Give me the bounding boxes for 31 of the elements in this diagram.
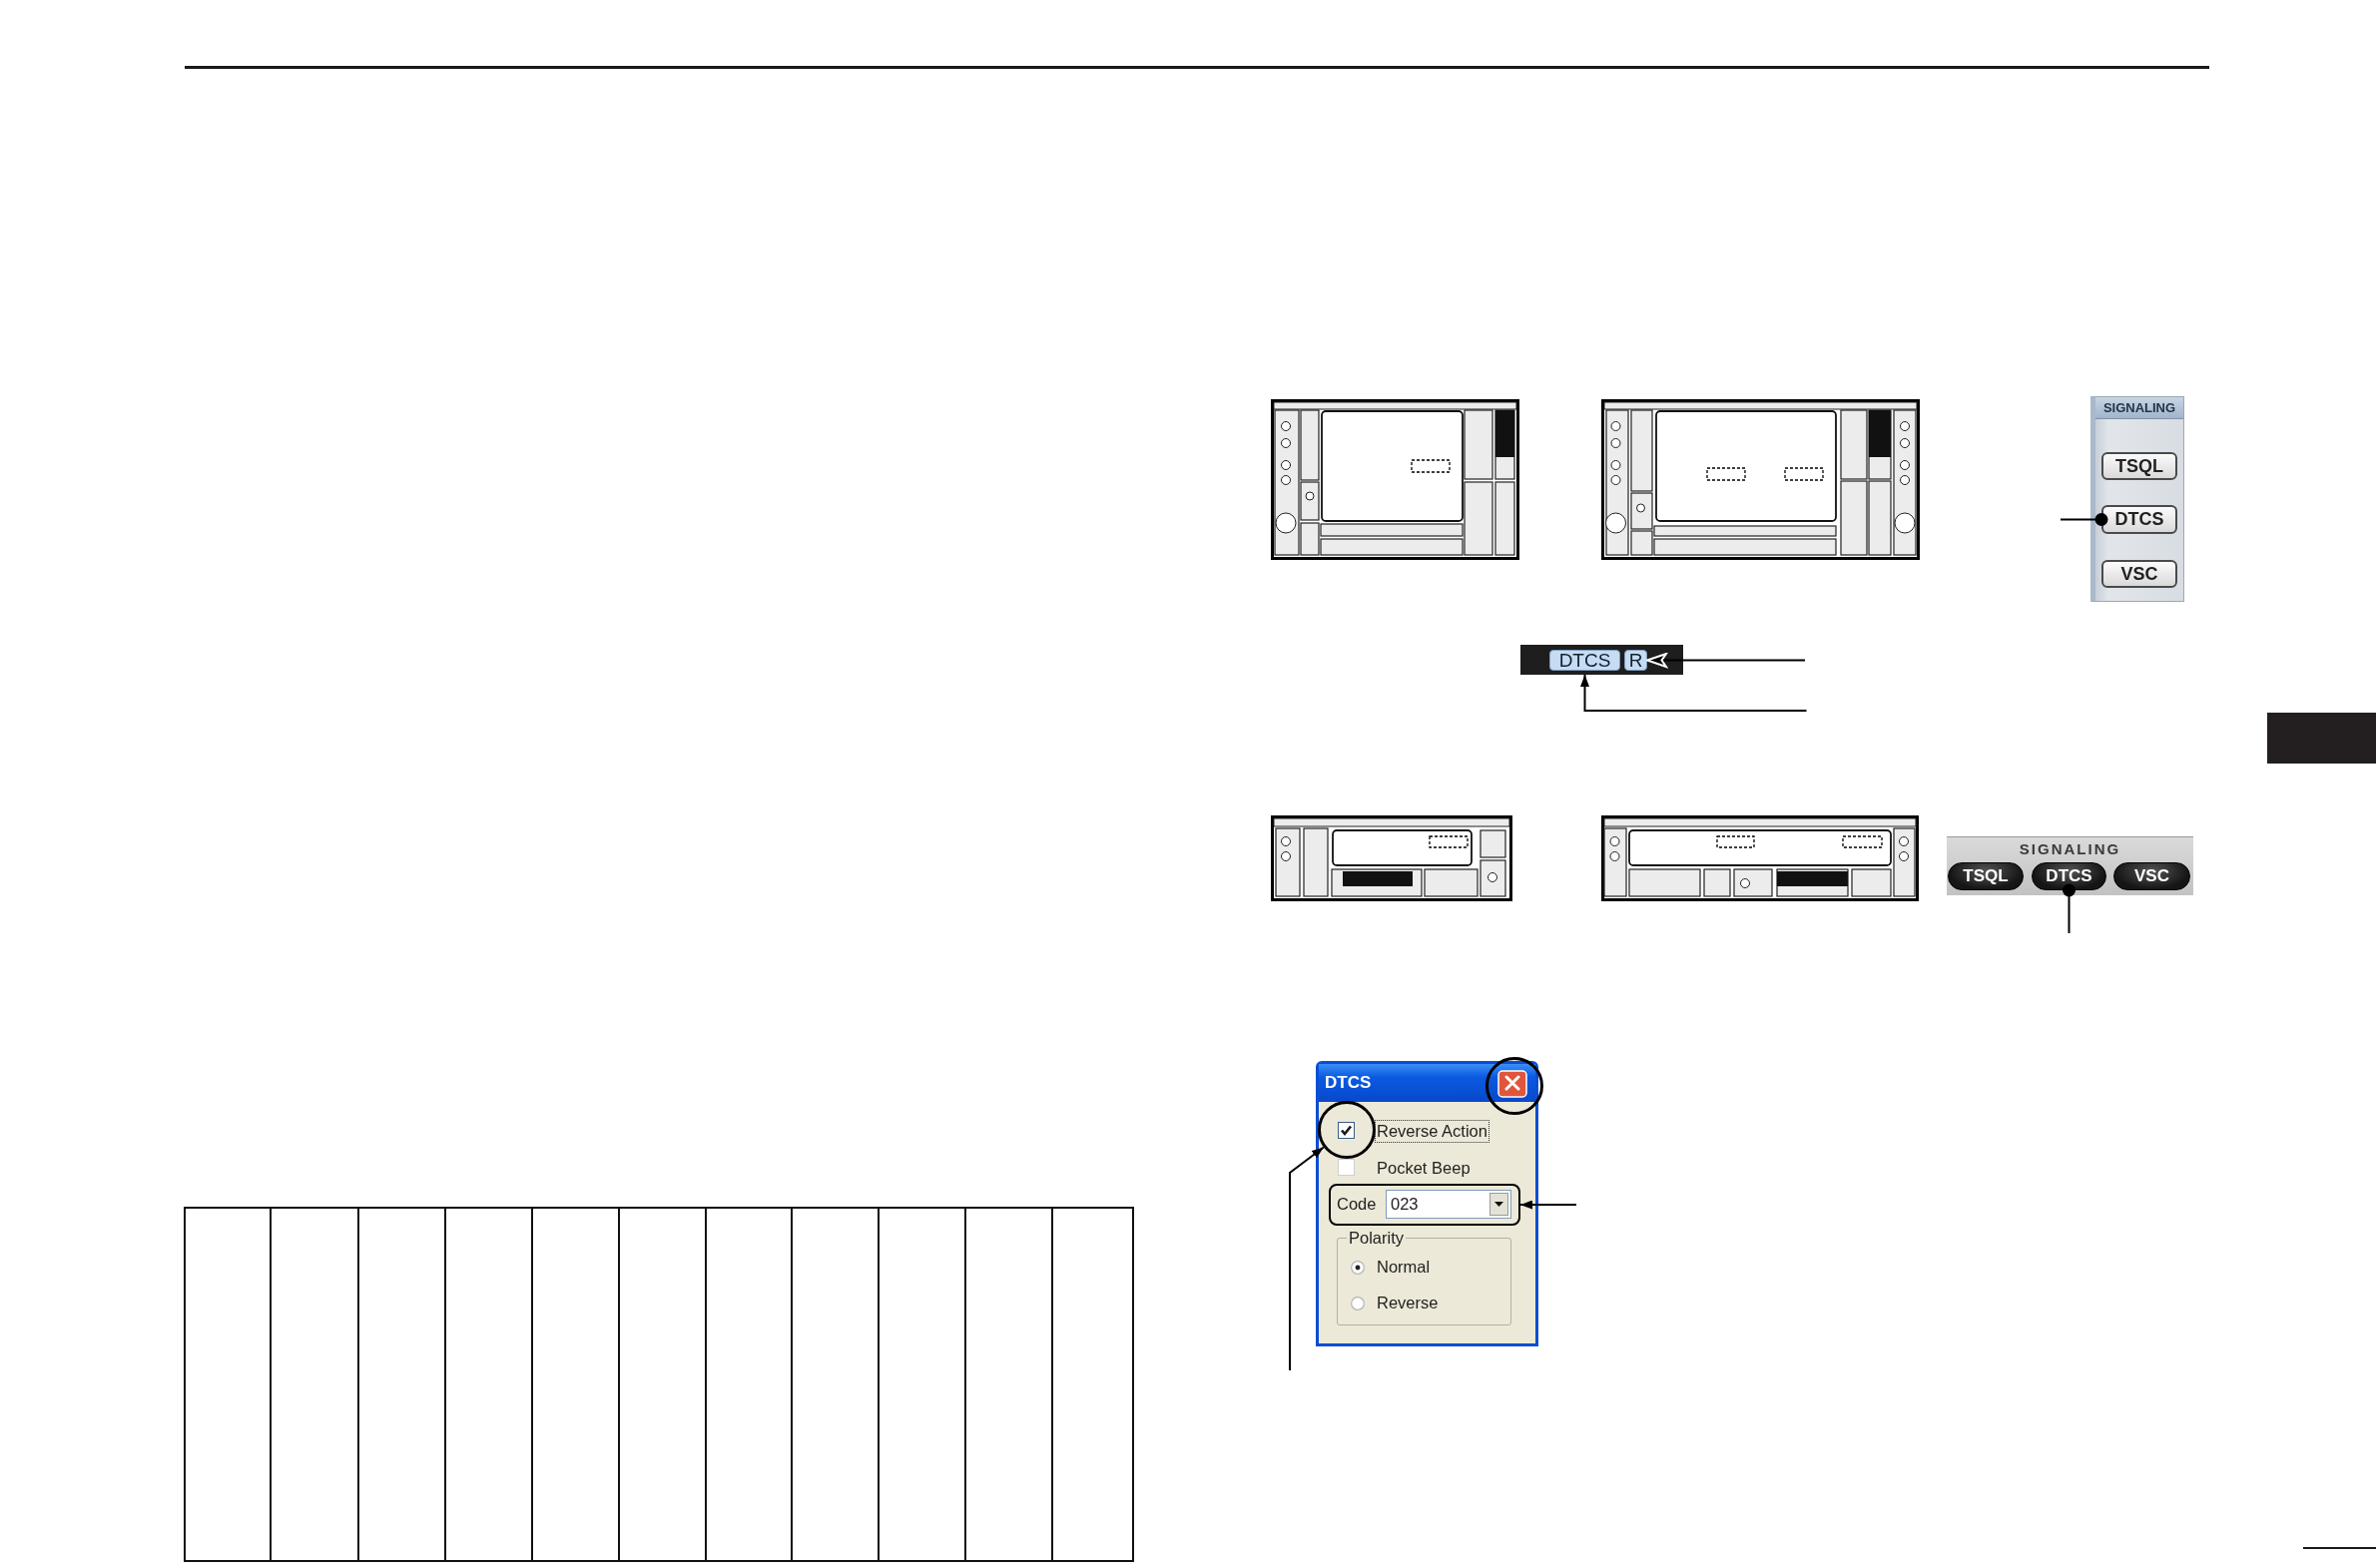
dialog-title: DTCS [1325, 1073, 1372, 1093]
group-label: Polarity [1347, 1229, 1407, 1248]
indicator-bar [1520, 645, 1683, 675]
radio-option: Reverse [1351, 1293, 1439, 1312]
section-tab [2267, 713, 2376, 764]
leader-line [1519, 1200, 1577, 1210]
field-label: Code [1337, 1195, 1377, 1214]
indicator-tag: R [1624, 650, 1647, 671]
leader-line [1646, 653, 1806, 668]
signaling-button: TSQL [1948, 862, 2024, 890]
signaling-button: VSC [2113, 862, 2190, 890]
signaling-button: TSQL [2101, 452, 2177, 480]
leader-line [1289, 1146, 1325, 1371]
radio-option: Normal [1351, 1257, 1431, 1277]
highlight-frame [1329, 1184, 1520, 1226]
signaling-button: DTCS [2101, 505, 2177, 534]
panel-title: SIGNALING [2095, 397, 2183, 419]
leader-line [2060, 513, 2108, 526]
checkbox-option: Reverse Action [1338, 1119, 1487, 1141]
highlight-circle [1318, 1101, 1376, 1159]
signaling-button: VSC [2101, 560, 2177, 588]
panel-title: SIGNALING [2019, 840, 2121, 857]
signaling-panel [2090, 396, 2184, 602]
indicator-tag: DTCS [1549, 650, 1620, 671]
leader-line [2063, 883, 2076, 934]
dropdown-field: 023 [1386, 1190, 1511, 1219]
signaling-button: DTCS [2032, 862, 2106, 890]
leader-line [1580, 674, 1808, 712]
dialog-window [1316, 1061, 1538, 1346]
checkbox-option: Pocket Beep [1338, 1156, 1471, 1178]
signaling-panel [1947, 836, 2193, 895]
